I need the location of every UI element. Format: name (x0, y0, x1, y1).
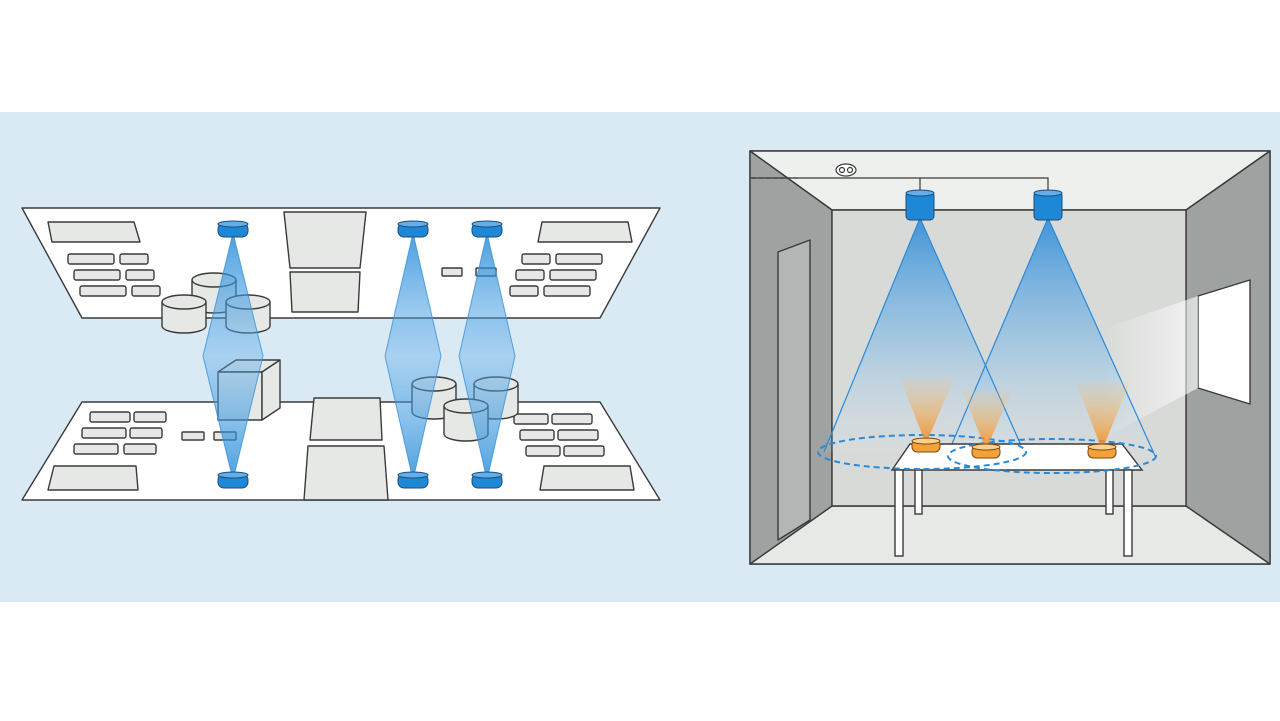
desk-transceiver-icon (1088, 444, 1116, 458)
optical-transceiver-icon (398, 472, 428, 488)
room-floor (750, 506, 1270, 564)
ceiling-transceiver-icon (1034, 190, 1062, 220)
room-ceiling (750, 151, 1270, 210)
room-door (778, 240, 810, 540)
optical-transceiver-icon (398, 221, 428, 237)
optical-transceiver-icon (218, 221, 248, 237)
optical-transceiver-icon (218, 472, 248, 488)
wall-socket-icon (836, 164, 856, 176)
desk-transceiver-icon (912, 438, 940, 452)
desk-transceiver-icon (972, 444, 1000, 458)
room-window (1198, 280, 1250, 404)
optical-transceiver-icon (472, 472, 502, 488)
ceiling-transceiver-icon (906, 190, 934, 220)
optical-transceiver-icon (472, 221, 502, 237)
